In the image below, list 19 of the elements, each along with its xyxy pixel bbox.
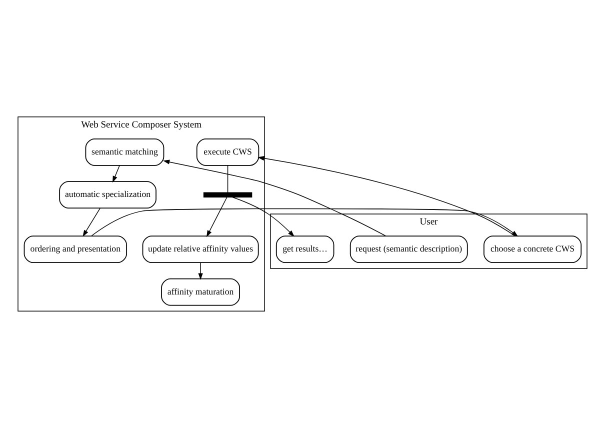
arrow: [198, 262, 203, 280]
node-box: automatic specialization: [59, 181, 156, 209]
arrow: [112, 165, 120, 183]
node-box: affinity maturation: [161, 278, 240, 306]
arrow: [91, 208, 518, 237]
arrow: [162, 160, 386, 236]
node-box: choose a concrete CWS: [484, 236, 582, 264]
node-bar: [203, 192, 252, 198]
node-box: update relative affinity values: [142, 236, 259, 264]
arrow: [82, 208, 100, 237]
arrow: [232, 196, 294, 237]
node-box: ordering and presentation: [24, 236, 128, 264]
node-box: semantic matching: [85, 138, 164, 166]
arrow: [258, 156, 516, 236]
arrow: [206, 196, 228, 238]
node-box: request (semantic description): [350, 236, 468, 264]
connector: [227, 165, 228, 193]
node-box: execute CWS: [196, 138, 260, 166]
node-box: get results…: [276, 236, 334, 264]
